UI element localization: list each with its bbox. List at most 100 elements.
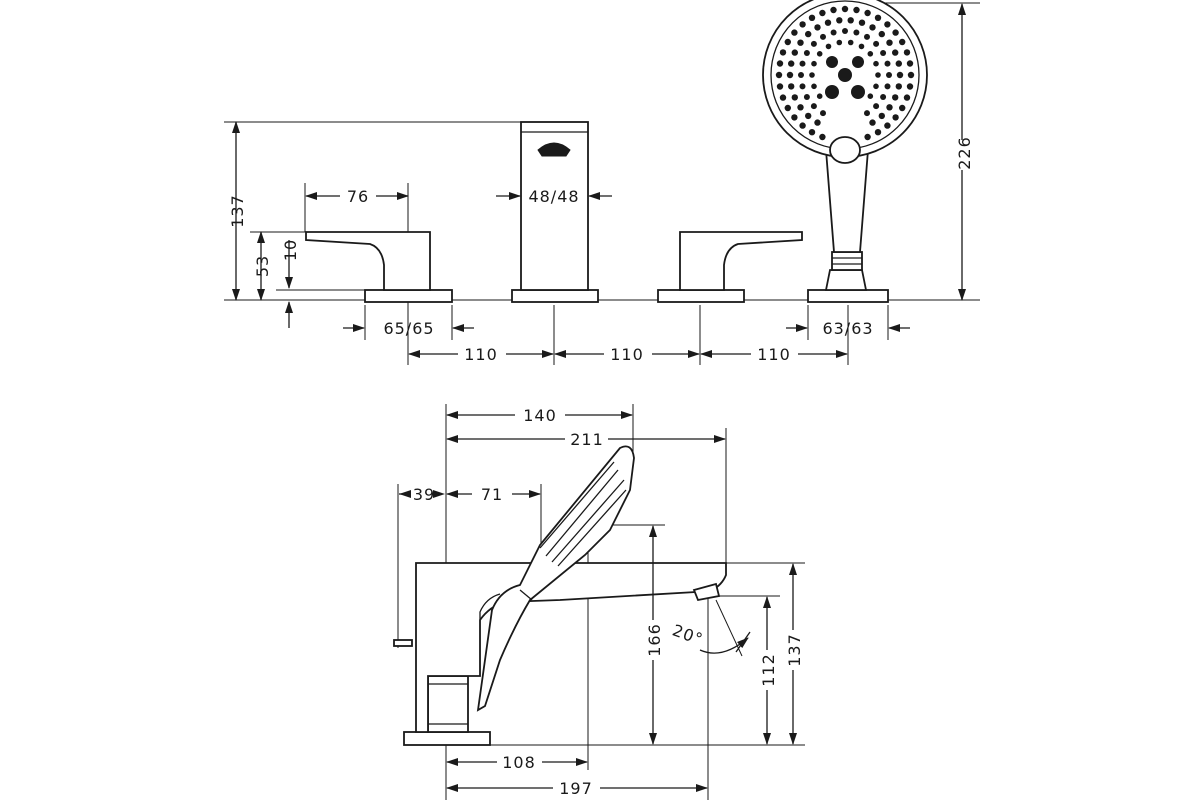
spout xyxy=(511,121,599,303)
nozzle-dot xyxy=(864,33,870,40)
dim-140: 140 xyxy=(523,406,557,425)
nozzle-dot xyxy=(820,110,826,117)
nozzle-dot xyxy=(784,38,791,46)
nozzle-dot xyxy=(816,93,823,99)
dim-76: 76 xyxy=(347,187,369,206)
nozzle-dot xyxy=(791,49,798,56)
nozzle-dot xyxy=(858,19,866,26)
nozzle-dot xyxy=(819,9,826,17)
nozzle-dot xyxy=(847,17,854,24)
nozzle-dot xyxy=(899,104,906,112)
nozzle-dot xyxy=(895,60,902,67)
nozzle-dot xyxy=(814,24,821,31)
nozzle-dot xyxy=(864,133,871,141)
nozzle-dot xyxy=(810,103,817,110)
nozzle-dot xyxy=(873,103,880,110)
nozzle-dot xyxy=(836,39,843,46)
dim-226: 226 xyxy=(955,136,974,170)
dim-197: 197 xyxy=(559,779,593,798)
nozzle-dot xyxy=(811,60,817,67)
nozzle-dot xyxy=(836,17,843,24)
nozzle-dot xyxy=(797,104,804,111)
hand-shower xyxy=(762,0,928,303)
nozzle-dot xyxy=(788,60,795,67)
front-view: 137 53 10 76 48/48 65/65 110 110 110 xyxy=(224,0,980,365)
nozzle-dot xyxy=(803,50,810,56)
nozzle-dot xyxy=(892,94,899,101)
nozzle-dot xyxy=(776,83,784,90)
nozzle-dot xyxy=(867,51,874,57)
nozzle-dot xyxy=(842,28,848,34)
nozzle-dot xyxy=(799,83,806,90)
dim-211: 211 xyxy=(570,430,604,449)
nozzle-dot xyxy=(816,51,823,57)
nozzle-dot xyxy=(805,30,812,38)
nozzle-dot xyxy=(808,14,816,21)
nozzle-dot xyxy=(776,60,784,67)
nozzle-dot xyxy=(824,19,832,26)
nozzle-dot xyxy=(799,122,806,129)
dim-166: 166 xyxy=(645,623,664,657)
nozzle-dot xyxy=(878,112,885,120)
nozzle-dot xyxy=(884,83,891,90)
dim-110-b: 110 xyxy=(610,345,644,364)
nozzle-dot xyxy=(892,49,899,56)
nozzle-dot xyxy=(830,29,837,36)
nozzle-dot xyxy=(788,83,795,90)
side-view: 140 211 39 71 166 20° 112 137 xyxy=(393,404,805,800)
dim-71: 71 xyxy=(481,485,503,504)
right-valve-handle xyxy=(657,231,803,303)
nozzle-dot xyxy=(880,94,887,100)
nozzle-dot xyxy=(820,33,826,40)
nozzle-dot xyxy=(841,5,849,13)
nozzle-dot xyxy=(906,60,914,67)
nozzle-dot xyxy=(799,60,806,67)
nozzle-dot xyxy=(803,94,810,100)
nozzle-dot xyxy=(906,83,914,90)
dim-110-c: 110 xyxy=(757,345,791,364)
nozzle-dot xyxy=(853,29,860,36)
dim-112: 112 xyxy=(759,653,778,687)
nozzle-dot xyxy=(896,71,904,79)
nozzle-dot xyxy=(878,30,885,38)
left-valve-handle xyxy=(305,231,453,303)
dim-53: 53 xyxy=(253,255,272,277)
nozzle-dot xyxy=(869,119,876,126)
nozzle-dot xyxy=(799,21,806,28)
nozzle-dot xyxy=(847,39,854,46)
nozzle-dot xyxy=(811,83,817,90)
side-base xyxy=(393,639,491,746)
dim-20-degrees: 20° xyxy=(670,621,706,650)
dim-10: 10 xyxy=(281,239,300,261)
nozzle-dot xyxy=(884,60,891,67)
dim-39: 39 xyxy=(413,485,435,504)
nozzle-dot xyxy=(810,40,817,47)
nozzle-dot xyxy=(830,6,837,14)
nozzle-dot xyxy=(814,119,821,126)
nozzle-dot xyxy=(819,133,826,141)
nozzle-dot xyxy=(791,94,798,101)
dim-137-top: 137 xyxy=(228,194,247,228)
nozzle-dot xyxy=(805,112,812,120)
nozzle-dot xyxy=(798,72,804,78)
side-hand-shower xyxy=(476,445,635,712)
nozzle-dot xyxy=(884,122,891,129)
nozzle-dot xyxy=(779,94,787,101)
nozzle-dot xyxy=(825,43,832,50)
nozzle-dot xyxy=(791,29,798,36)
dim-48-48: 48/48 xyxy=(528,187,579,206)
nozzle-dot xyxy=(892,114,899,121)
nozzle-dot xyxy=(880,50,887,56)
nozzle-dot xyxy=(874,129,882,136)
dim-65-65: 65/65 xyxy=(383,319,434,338)
nozzle-dot xyxy=(895,83,902,90)
nozzle-dot xyxy=(797,39,804,46)
dim-108: 108 xyxy=(502,753,536,772)
nozzle-dot xyxy=(775,71,783,79)
nozzle-dot xyxy=(853,6,860,14)
nozzle-dot xyxy=(791,114,798,121)
nozzle-dot xyxy=(892,29,899,36)
dim-110-a: 110 xyxy=(464,345,498,364)
nozzle-dot xyxy=(873,83,879,90)
